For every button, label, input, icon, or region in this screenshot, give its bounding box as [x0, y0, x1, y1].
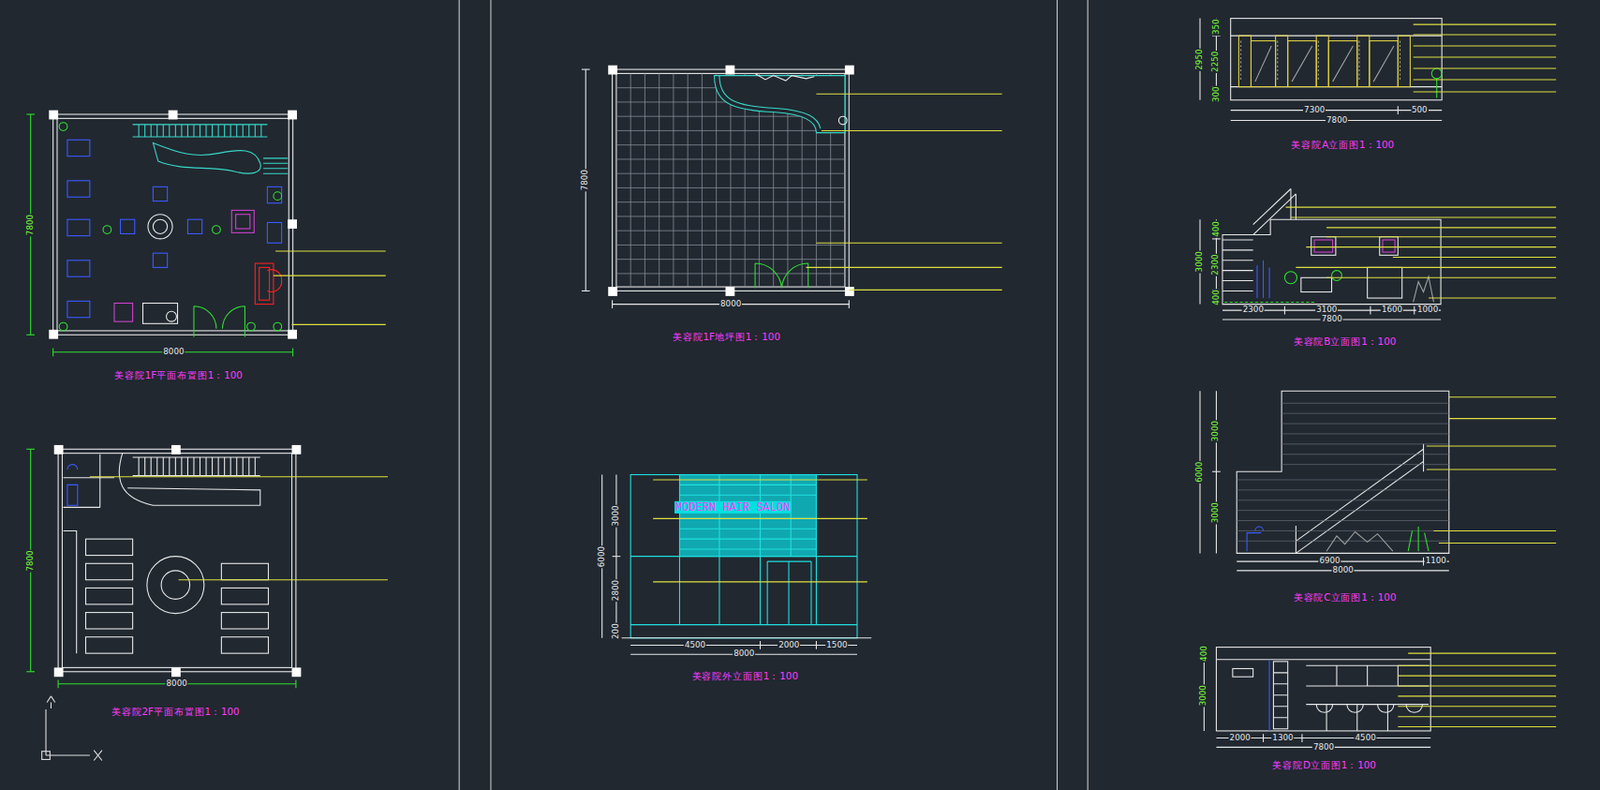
dimension-text: 2300: [1212, 252, 1222, 276]
dimension-text: 1600: [1380, 305, 1404, 315]
dimension-text: 200: [611, 622, 622, 640]
dimension-text: 8000: [732, 649, 756, 659]
drawing-title: 美容院1F地坪图1：100: [671, 331, 782, 342]
dimension-text: 1000: [1416, 305, 1439, 315]
drawing-title: 美容院1F平面布置图1：100: [113, 370, 244, 381]
dimension-text: 8000: [1332, 565, 1355, 576]
dimension-text: 2000: [1229, 733, 1252, 743]
dimension-text: 1100: [1424, 556, 1448, 566]
dimension-text: 1300: [1271, 733, 1294, 743]
drawing-title: 美容院D立面图1：100: [1271, 760, 1378, 771]
dimension-text: 2000: [777, 640, 800, 651]
dimension-text: 500: [1410, 105, 1429, 116]
drawing-title: 美容院B立面图1：100: [1292, 336, 1398, 347]
dimension-text: 400: [1200, 644, 1210, 663]
dimension-text: 1500: [825, 640, 848, 651]
drawing-title: 美容院A立面图1：100: [1289, 139, 1395, 150]
drawing-title: 美容院2F平面布置图1：100: [110, 706, 241, 717]
dimension-text: 4500: [683, 640, 707, 651]
dimension-text: 3000: [1212, 418, 1222, 442]
dimension-text: 3000: [1212, 501, 1222, 524]
dimension-text: 7800: [26, 548, 36, 572]
dimension-text: 4500: [1353, 733, 1377, 743]
dimension-text: 7300: [1303, 105, 1326, 116]
dimension-text: 2250: [1212, 49, 1222, 73]
dimension-text: 2950: [1195, 47, 1205, 71]
dimension-text: 400: [1212, 287, 1222, 306]
dimension-text: 7800: [581, 167, 592, 191]
dimension-text: 8000: [719, 299, 742, 310]
dimension-text: 350: [1212, 17, 1222, 36]
dimension-text: 7800: [1320, 314, 1344, 325]
dimension-text: 8000: [164, 679, 188, 689]
dimension-text: 3000: [611, 503, 622, 527]
dimension-text: 300: [1212, 85, 1222, 104]
dimension-text: 3000: [1200, 683, 1210, 707]
dimension-text: 7800: [1312, 741, 1335, 752]
dimension-text: 6900: [1318, 556, 1341, 566]
dimension-text: 400: [1212, 219, 1222, 238]
dimension-text: 7800: [26, 212, 36, 236]
drawing-title: 美容院C立面图1：100: [1292, 592, 1398, 603]
drawing-title: 美容院外立面图1：100: [690, 671, 800, 682]
storefront-sign: MODERN HAIR SALON: [674, 501, 791, 514]
dimension-text: 6000: [1195, 459, 1205, 483]
dimension-text: 6000: [597, 544, 608, 567]
dimension-text: 3000: [1195, 250, 1205, 273]
dimension-text: 8000: [162, 347, 185, 357]
dimension-text: 3100: [1315, 305, 1338, 315]
dimension-text: 2800: [611, 577, 622, 601]
dimension-text: 2300: [1242, 305, 1265, 315]
dimension-text: 7800: [1325, 116, 1349, 126]
